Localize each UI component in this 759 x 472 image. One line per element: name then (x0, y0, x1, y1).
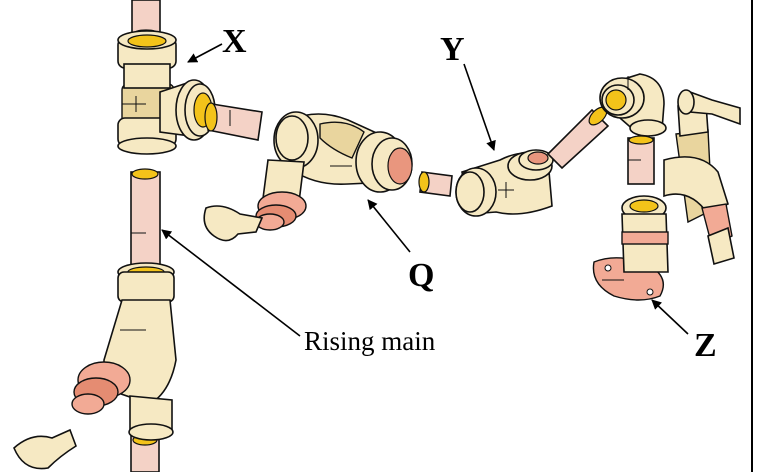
label-q: Q (408, 257, 434, 294)
arrow-q (368, 200, 410, 252)
lower-stopcock (14, 263, 176, 469)
tee-fitting-x (118, 31, 215, 154)
label-y: Y (440, 31, 465, 68)
label-z: Z (694, 327, 717, 364)
arrow-rising-main (162, 230, 300, 336)
elbow-fitting-y (456, 150, 553, 216)
pipe-to-tap (628, 136, 654, 184)
arrow-x (188, 44, 222, 62)
pipe-x-to-q (205, 103, 262, 140)
pipe-y-to-elbow (548, 104, 610, 168)
elbow-fitting-top (600, 74, 666, 136)
arrow-z (652, 300, 688, 334)
bib-tap-z (593, 90, 740, 300)
label-x: X (222, 23, 247, 60)
pipe-q-to-y (419, 172, 452, 196)
label-rising-main: Rising main (304, 326, 436, 356)
arrow-y (464, 64, 494, 150)
